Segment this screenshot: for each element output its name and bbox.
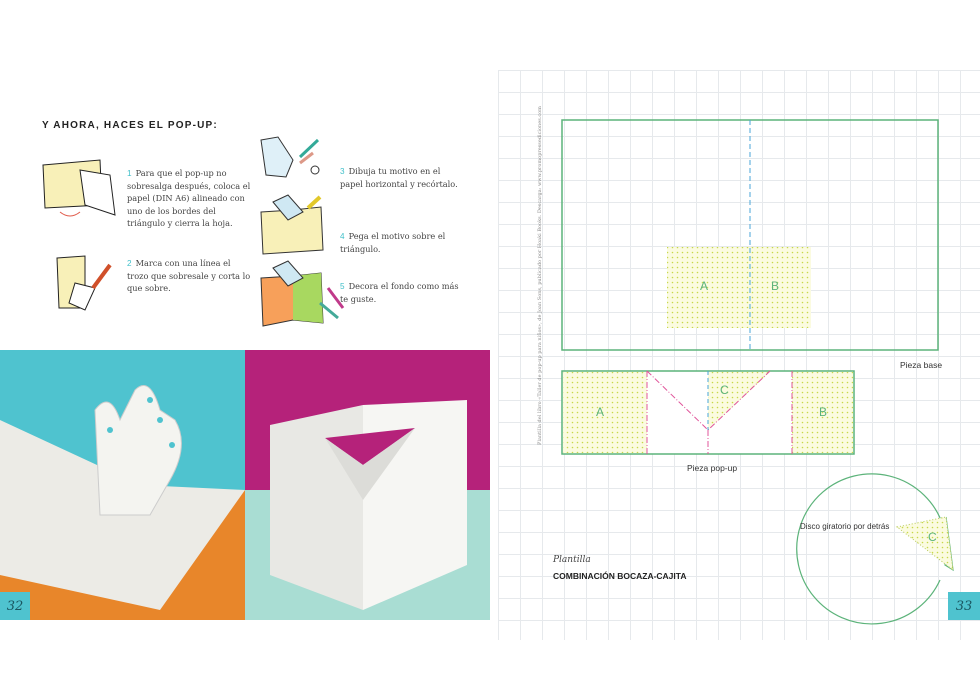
- page-number-left: 32: [0, 592, 30, 620]
- base-glue-area: [667, 247, 811, 328]
- letter-c-popup: C: [720, 383, 729, 397]
- letter-a-popup: A: [596, 405, 605, 419]
- letter-b-base: B: [771, 279, 780, 293]
- base-piece-label: Pieza base: [900, 360, 943, 370]
- disc-label: Disco giratorio por detrás: [800, 522, 890, 531]
- letter-b-popup: B: [819, 405, 828, 419]
- letter-a-base: A: [700, 279, 709, 293]
- popup-piece-label: Pieza pop-up: [687, 463, 738, 473]
- step-1-illustration: [42, 159, 116, 217]
- section-heading: Y AHORA, HACES EL POP-UP:: [42, 120, 218, 131]
- letter-c-disc: C: [928, 530, 937, 544]
- photo-mouth-popup: [245, 350, 490, 620]
- step-2-illustration: [56, 255, 112, 311]
- step-4-illustration: [260, 194, 324, 255]
- page-number-right: 33: [948, 592, 980, 620]
- step-5-illustration: [260, 260, 345, 327]
- photo-cactus-popup: [0, 350, 245, 620]
- template-kicker: Plantilla: [553, 555, 591, 565]
- grid-background: [498, 70, 980, 640]
- step-3-illustration: [260, 136, 320, 178]
- template-title: COMBINACIÓN BOCAZA-CAJITA: [553, 571, 687, 581]
- disc-outline: [796, 473, 954, 625]
